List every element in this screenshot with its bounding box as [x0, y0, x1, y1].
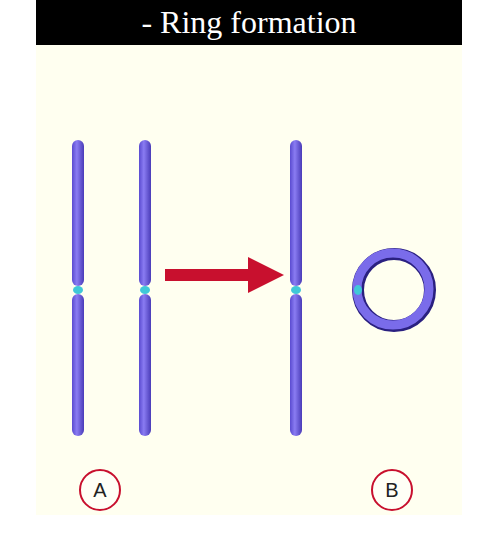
ring-chromosome: [354, 253, 430, 326]
label-letter: B: [385, 480, 398, 500]
chromosome: [290, 140, 302, 436]
label-circle: B: [371, 469, 413, 511]
panel-ground: [36, 45, 462, 515]
chromosome: [139, 140, 151, 436]
chromosome: [72, 140, 84, 436]
title: - Ring formation: [141, 4, 356, 41]
label-circle: A: [79, 469, 121, 511]
red-arrow: [165, 257, 284, 293]
label-letter: A: [93, 480, 106, 500]
title-bar: - Ring formation: [36, 0, 462, 45]
